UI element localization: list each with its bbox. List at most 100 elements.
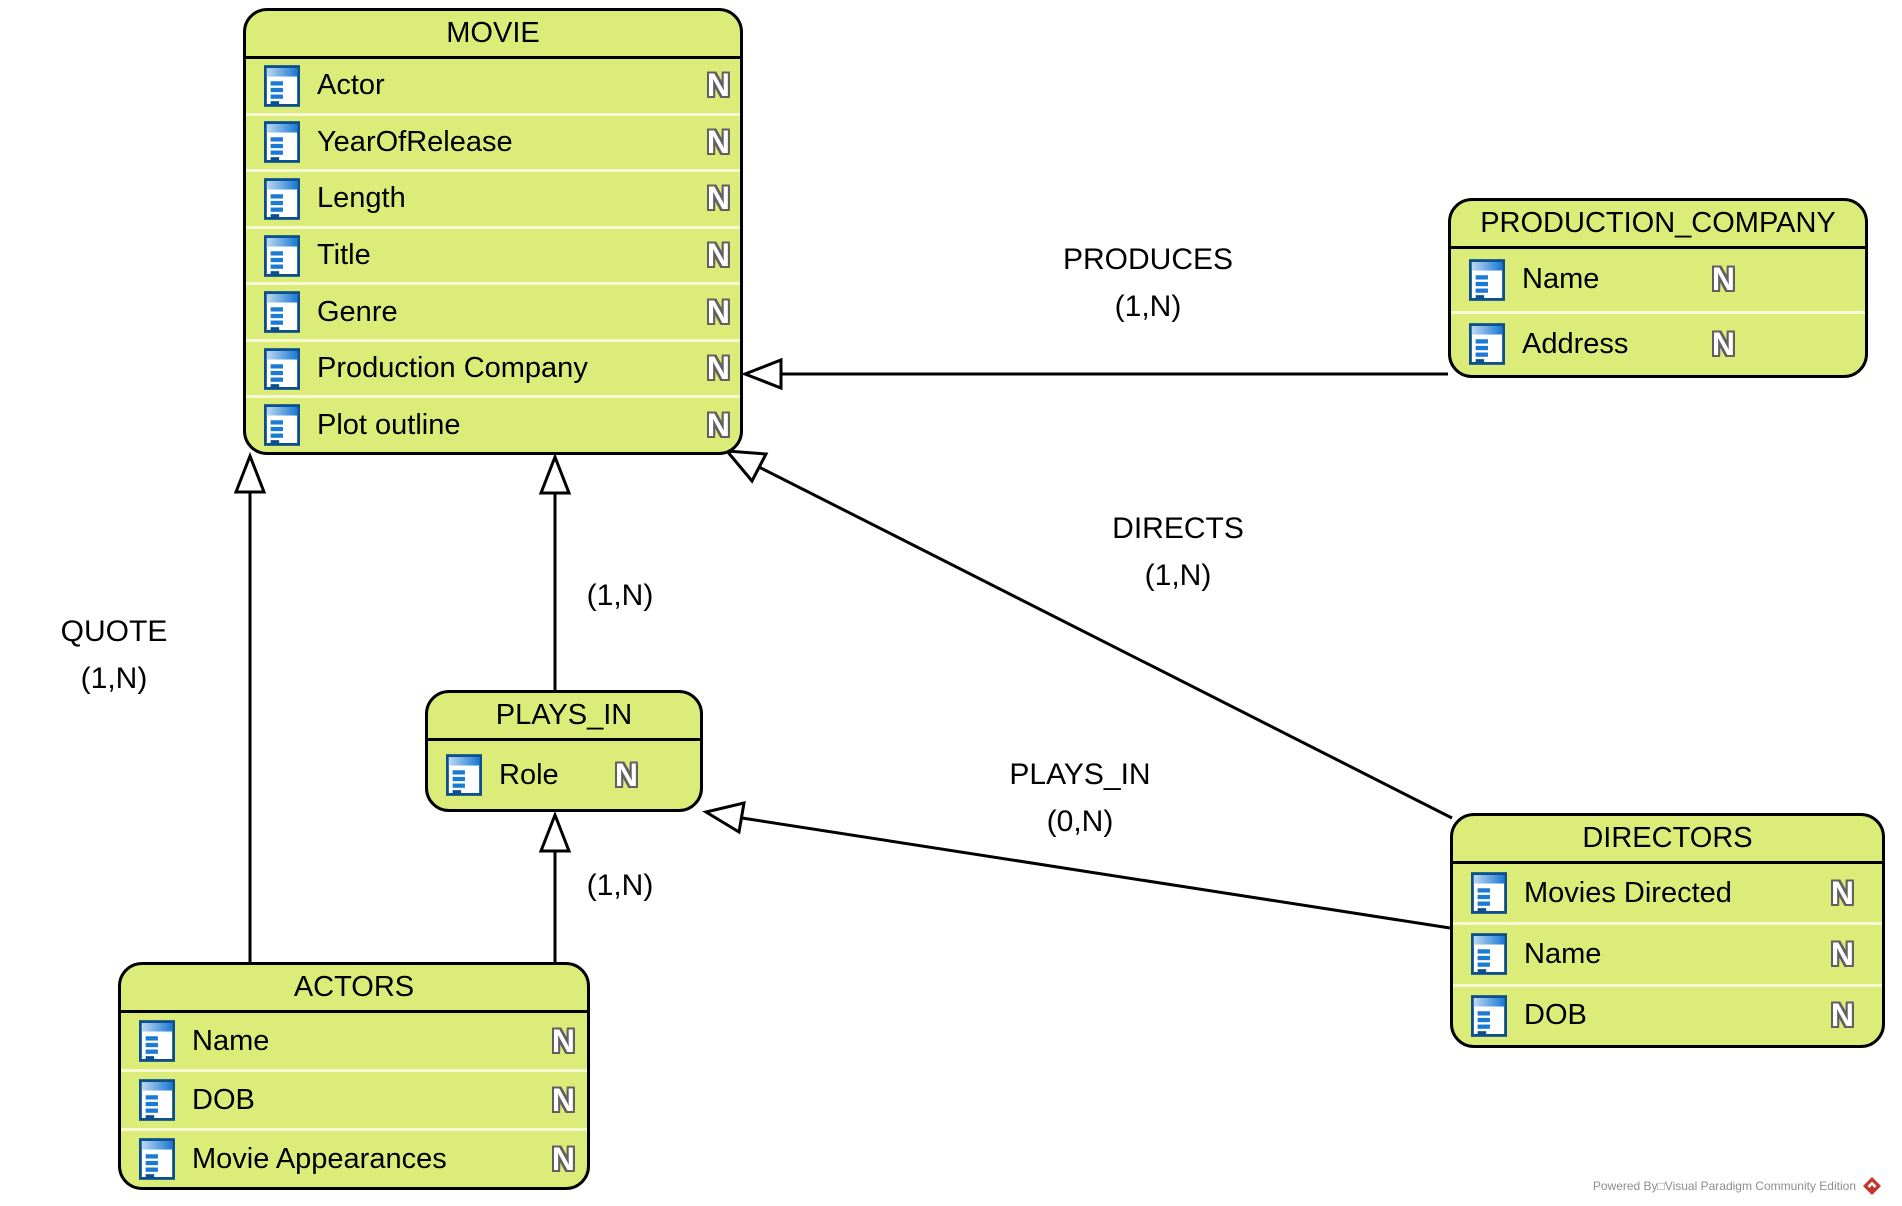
nullable-badge: N bbox=[1711, 261, 1735, 298]
attribute-name: Genre bbox=[317, 295, 398, 328]
attribute-list: Name N Address N bbox=[1451, 249, 1865, 375]
column-icon bbox=[264, 178, 300, 220]
entity-plays-in[interactable]: PLAYS_IN Role N bbox=[425, 690, 703, 812]
attribute-name: Name bbox=[1522, 263, 1600, 296]
relationship-label-directors-playsin[interactable]: PLAYS_IN (0,N) bbox=[1009, 751, 1150, 845]
entity-title: PLAYS_IN bbox=[428, 693, 700, 741]
attribute-name: Address bbox=[1522, 327, 1629, 360]
attribute-name: Movie Appearances bbox=[192, 1142, 447, 1175]
attribute-row[interactable]: Length N bbox=[246, 169, 740, 226]
relationship-cardinality: (1,N) bbox=[586, 869, 654, 902]
relationship-name: PLAYS_IN bbox=[1009, 758, 1151, 791]
attribute-row[interactable]: Title N bbox=[246, 225, 740, 283]
attribute-row[interactable]: Actor N bbox=[246, 59, 740, 113]
column-icon bbox=[139, 1138, 175, 1180]
attribute-name: Role bbox=[499, 758, 559, 791]
attribute-name: DOB bbox=[192, 1083, 255, 1116]
nullable-badge: N bbox=[706, 237, 730, 274]
entity-directors[interactable]: DIRECTORS Movies Directed N Name N DOB N bbox=[1450, 813, 1885, 1048]
attribute-row[interactable]: Plot outline N bbox=[246, 395, 740, 452]
attribute-row[interactable]: Movie Appearances N bbox=[121, 1128, 587, 1187]
cardinality-label-actors-playsin[interactable]: (1,N) bbox=[587, 862, 654, 909]
relationship-cardinality: (0,N) bbox=[1046, 805, 1114, 838]
attribute-name: Actor bbox=[317, 69, 385, 102]
nullable-badge: N bbox=[551, 1140, 575, 1177]
column-icon bbox=[264, 121, 300, 163]
relationship-cardinality: (1,N) bbox=[586, 579, 654, 612]
attribute-name: Name bbox=[192, 1024, 270, 1057]
watermark-text: Powered By□Visual Paradigm Community Edi… bbox=[1592, 1179, 1856, 1193]
attribute-list: Role N bbox=[428, 741, 700, 809]
column-icon bbox=[1469, 259, 1505, 301]
attribute-row[interactable]: Production Company N bbox=[246, 338, 740, 396]
attribute-name: Plot outline bbox=[317, 408, 461, 441]
relationship-line-directs[interactable] bbox=[758, 465, 1453, 820]
column-icon bbox=[139, 1020, 175, 1062]
arrowhead-movie-playsin bbox=[538, 452, 572, 495]
attribute-name: Movies Directed bbox=[1524, 876, 1732, 909]
column-icon bbox=[264, 348, 300, 390]
relationship-line-directors-playsin[interactable] bbox=[741, 816, 1451, 930]
relationship-label-produces[interactable]: PRODUCES (1,N) bbox=[1063, 236, 1233, 330]
column-icon bbox=[264, 404, 300, 446]
nullable-badge: N bbox=[706, 293, 730, 330]
visual-paradigm-logo-icon bbox=[1863, 1177, 1881, 1195]
attribute-row[interactable]: Movies Directed N bbox=[1453, 864, 1882, 922]
attribute-name: Title bbox=[317, 239, 371, 272]
entity-title: PRODUCTION_COMPANY bbox=[1451, 201, 1865, 249]
arrowhead-produces bbox=[740, 357, 783, 391]
nullable-badge: N bbox=[1830, 874, 1854, 911]
entity-title: ACTORS bbox=[121, 965, 587, 1013]
nullable-badge: N bbox=[614, 756, 638, 793]
entity-actors[interactable]: ACTORS Name N DOB N Movie Appearances N bbox=[118, 962, 590, 1190]
relationship-cardinality: (1,N) bbox=[1114, 290, 1182, 323]
nullable-badge: N bbox=[706, 406, 730, 443]
entity-title: MOVIE bbox=[246, 11, 740, 59]
arrowhead-directors-playsin bbox=[702, 801, 746, 835]
arrowhead-actors-playsin bbox=[538, 810, 572, 853]
nullable-badge: N bbox=[706, 67, 730, 104]
arrowhead-quote bbox=[233, 451, 267, 494]
nullable-badge: N bbox=[1711, 325, 1735, 362]
attribute-list: Actor N YearOfRelease N Length N Title N… bbox=[246, 59, 740, 452]
column-icon bbox=[1471, 995, 1507, 1037]
attribute-row[interactable]: YearOfRelease N bbox=[246, 112, 740, 170]
column-icon bbox=[264, 65, 300, 107]
attribute-row[interactable]: Name N bbox=[1451, 249, 1865, 311]
nullable-badge: N bbox=[706, 123, 730, 160]
nullable-badge: N bbox=[1830, 935, 1854, 972]
attribute-row[interactable]: Name N bbox=[1453, 922, 1882, 983]
relationship-cardinality: (1,N) bbox=[80, 662, 148, 695]
entity-movie[interactable]: MOVIE Actor N YearOfRelease N Length N T… bbox=[243, 8, 743, 455]
column-icon bbox=[1469, 323, 1505, 365]
attribute-row[interactable]: Genre N bbox=[246, 282, 740, 339]
attribute-row[interactable]: Address N bbox=[1451, 310, 1865, 376]
nullable-badge: N bbox=[551, 1022, 575, 1059]
relationship-name: QUOTE bbox=[60, 615, 168, 648]
column-icon bbox=[264, 235, 300, 277]
column-icon bbox=[446, 754, 482, 796]
relationship-cardinality: (1,N) bbox=[1144, 559, 1212, 592]
attribute-name: Length bbox=[317, 182, 406, 215]
attribute-name: YearOfRelease bbox=[317, 125, 513, 158]
attribute-list: Name N DOB N Movie Appearances N bbox=[121, 1013, 587, 1187]
attribute-row[interactable]: DOB N bbox=[121, 1069, 587, 1128]
attribute-row[interactable]: Name N bbox=[121, 1013, 587, 1069]
attribute-row[interactable]: DOB N bbox=[1453, 983, 1882, 1045]
nullable-badge: N bbox=[706, 180, 730, 217]
attribute-list: Movies Directed N Name N DOB N bbox=[1453, 864, 1882, 1045]
attribute-name: DOB bbox=[1524, 999, 1587, 1032]
column-icon bbox=[1471, 872, 1507, 914]
relationship-name: DIRECTS bbox=[1112, 512, 1244, 545]
relationship-label-directs[interactable]: DIRECTS (1,N) bbox=[1112, 505, 1244, 599]
attribute-row[interactable]: Role N bbox=[428, 741, 700, 809]
entity-production-company[interactable]: PRODUCTION_COMPANY Name N Address N bbox=[1448, 198, 1868, 378]
nullable-badge: N bbox=[551, 1081, 575, 1118]
cardinality-label-movie-playsin[interactable]: (1,N) bbox=[587, 572, 654, 619]
relationship-label-quote[interactable]: QUOTE (1,N) bbox=[61, 608, 168, 702]
relationship-name: PRODUCES bbox=[1062, 243, 1234, 276]
watermark: Powered By□Visual Paradigm Community Edi… bbox=[1593, 1176, 1882, 1196]
nullable-badge: N bbox=[706, 350, 730, 387]
nullable-badge: N bbox=[1830, 997, 1854, 1034]
